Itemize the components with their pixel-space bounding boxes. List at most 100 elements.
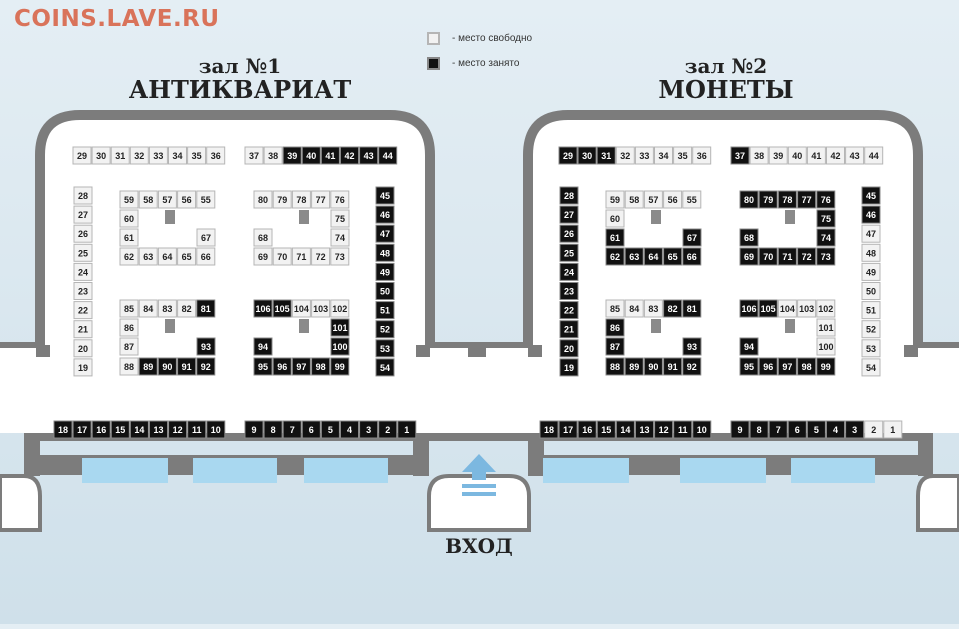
seat-79[interactable]: 79 <box>272 190 292 209</box>
seat-14[interactable]: 14 <box>615 420 635 439</box>
seat-18[interactable]: 18 <box>539 420 559 439</box>
seat-63[interactable]: 63 <box>624 247 644 266</box>
seat-26[interactable]: 26 <box>73 224 93 243</box>
seat-104[interactable]: 104 <box>777 299 797 318</box>
seat-81[interactable]: 81 <box>196 299 216 318</box>
seat-100[interactable]: 100 <box>816 337 836 356</box>
seat-6[interactable]: 6 <box>787 420 807 439</box>
seat-31[interactable]: 31 <box>110 146 130 165</box>
seat-34[interactable]: 34 <box>654 146 673 165</box>
seat-45[interactable]: 45 <box>375 186 395 205</box>
seat-30[interactable]: 30 <box>91 146 111 165</box>
seat-54[interactable]: 54 <box>375 358 395 377</box>
seat-76[interactable]: 76 <box>816 190 836 209</box>
seat-95[interactable]: 95 <box>739 357 759 376</box>
seat-35[interactable]: 35 <box>673 146 693 165</box>
seat-98[interactable]: 98 <box>311 357 331 376</box>
seat-99[interactable]: 99 <box>816 357 836 376</box>
seat-85[interactable]: 85 <box>605 299 625 318</box>
seat-47[interactable]: 47 <box>861 224 881 243</box>
seat-19[interactable]: 19 <box>559 358 579 377</box>
seat-4[interactable]: 4 <box>340 420 359 439</box>
seat-58[interactable]: 58 <box>138 190 158 209</box>
seat-24[interactable]: 24 <box>559 262 579 281</box>
seat-28[interactable]: 28 <box>559 186 579 205</box>
seat-12[interactable]: 12 <box>168 420 188 439</box>
seat-38[interactable]: 38 <box>263 146 283 165</box>
seat-54[interactable]: 54 <box>861 358 881 377</box>
seat-86[interactable]: 86 <box>605 318 625 337</box>
seat-53[interactable]: 53 <box>375 339 395 358</box>
seat-28[interactable]: 28 <box>73 186 93 205</box>
seat-94[interactable]: 94 <box>739 337 759 356</box>
seat-47[interactable]: 47 <box>375 224 395 243</box>
seat-39[interactable]: 39 <box>768 146 788 165</box>
seat-72[interactable]: 72 <box>797 247 817 266</box>
seat-16[interactable]: 16 <box>577 420 597 439</box>
seat-25[interactable]: 25 <box>73 243 93 262</box>
seat-41[interactable]: 41 <box>806 146 826 165</box>
seat-11[interactable]: 11 <box>673 420 693 439</box>
seat-23[interactable]: 23 <box>73 282 93 300</box>
seat-102[interactable]: 102 <box>816 299 836 318</box>
seat-26[interactable]: 26 <box>559 224 579 243</box>
seat-42[interactable]: 42 <box>340 146 359 165</box>
seat-70[interactable]: 70 <box>272 247 292 266</box>
seat-29[interactable]: 29 <box>72 146 92 165</box>
seat-30[interactable]: 30 <box>577 146 597 165</box>
seat-56[interactable]: 56 <box>177 190 197 209</box>
seat-73[interactable]: 73 <box>330 247 350 266</box>
seat-68[interactable]: 68 <box>739 228 759 247</box>
seat-66[interactable]: 66 <box>196 247 216 266</box>
seat-77[interactable]: 77 <box>311 190 331 209</box>
seat-18[interactable]: 18 <box>53 420 73 439</box>
seat-69[interactable]: 69 <box>739 247 759 266</box>
seat-78[interactable]: 78 <box>777 190 797 209</box>
seat-83[interactable]: 83 <box>157 299 177 318</box>
seat-40[interactable]: 40 <box>301 146 321 165</box>
seat-67[interactable]: 67 <box>682 228 702 247</box>
seat-93[interactable]: 93 <box>682 337 702 356</box>
seat-105[interactable]: 105 <box>272 299 292 318</box>
seat-106[interactable]: 106 <box>253 299 273 318</box>
seat-31[interactable]: 31 <box>596 146 616 165</box>
seat-71[interactable]: 71 <box>291 247 311 266</box>
seat-13[interactable]: 13 <box>635 420 654 439</box>
seat-75[interactable]: 75 <box>330 209 350 228</box>
seat-60[interactable]: 60 <box>605 209 625 228</box>
seat-15[interactable]: 15 <box>596 420 616 439</box>
seat-64[interactable]: 64 <box>157 247 177 266</box>
seat-89[interactable]: 89 <box>138 357 158 376</box>
seat-45[interactable]: 45 <box>861 186 881 205</box>
seat-86[interactable]: 86 <box>119 318 139 337</box>
seat-79[interactable]: 79 <box>758 190 778 209</box>
seat-25[interactable]: 25 <box>559 243 579 262</box>
seat-81[interactable]: 81 <box>682 299 702 318</box>
seat-10[interactable]: 10 <box>692 420 712 439</box>
seat-48[interactable]: 48 <box>375 243 395 262</box>
seat-101[interactable]: 101 <box>330 318 350 337</box>
seat-57[interactable]: 57 <box>157 190 177 209</box>
seat-71[interactable]: 71 <box>777 247 797 266</box>
seat-51[interactable]: 51 <box>375 301 395 320</box>
seat-96[interactable]: 96 <box>758 357 778 376</box>
seat-65[interactable]: 65 <box>663 247 683 266</box>
seat-64[interactable]: 64 <box>643 247 663 266</box>
seat-22[interactable]: 22 <box>73 301 93 320</box>
seat-103[interactable]: 103 <box>797 299 817 318</box>
seat-35[interactable]: 35 <box>187 146 207 165</box>
seat-17[interactable]: 17 <box>558 420 578 439</box>
seat-59[interactable]: 59 <box>119 190 139 209</box>
seat-9[interactable]: 9 <box>730 420 750 439</box>
seat-43[interactable]: 43 <box>845 146 865 165</box>
seat-76[interactable]: 76 <box>330 190 350 209</box>
seat-97[interactable]: 97 <box>777 357 797 376</box>
seat-75[interactable]: 75 <box>816 209 836 228</box>
seat-51[interactable]: 51 <box>861 301 881 320</box>
seat-105[interactable]: 105 <box>758 299 778 318</box>
seat-82[interactable]: 82 <box>663 299 683 318</box>
seat-52[interactable]: 52 <box>375 320 395 339</box>
seat-33[interactable]: 33 <box>634 146 654 165</box>
seat-70[interactable]: 70 <box>758 247 778 266</box>
seat-66[interactable]: 66 <box>682 247 702 266</box>
